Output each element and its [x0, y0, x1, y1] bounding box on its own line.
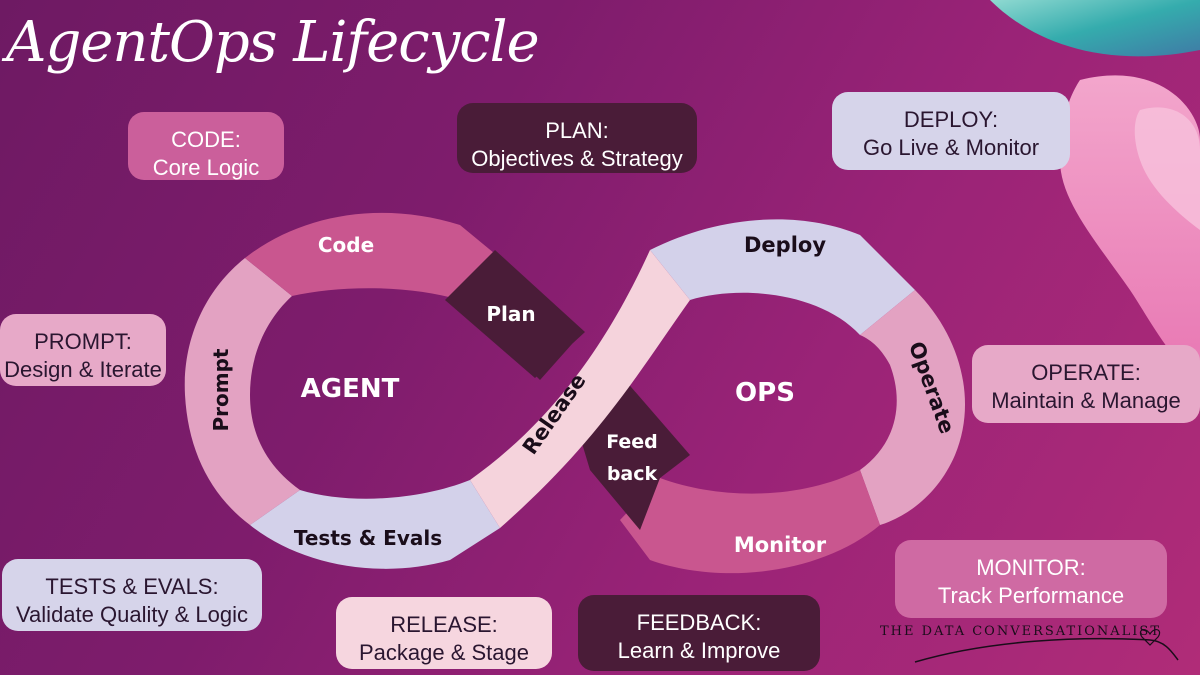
feedback-card-desc: Learn & Improve: [617, 638, 781, 663]
prompt-label: Prompt: [209, 348, 233, 431]
operate-card: OPERATE: Maintain & Manage: [972, 345, 1200, 423]
monitor-card-desc: Track Performance: [937, 583, 1125, 608]
plan-segment: [445, 225, 585, 380]
release-card-desc: Package & Stage: [358, 640, 529, 665]
feedback-card: FEEDBACK: Learn & Improve: [578, 595, 820, 671]
code-card-heading: CODE:: [171, 127, 241, 152]
feedback-card-heading: FEEDBACK:: [636, 610, 762, 635]
plan-label: Plan: [486, 302, 535, 326]
prompt-card: PROMPT: Design & Iterate: [0, 314, 166, 386]
prompt-card-heading: PROMPT:: [34, 329, 132, 354]
right-loop: [620, 219, 966, 574]
monitor-card-heading: MONITOR:: [976, 555, 1086, 580]
tests-card-heading: TESTS & EVALS:: [45, 574, 219, 599]
monitor-label: Monitor: [734, 533, 827, 557]
ops-center-label: OPS: [735, 378, 795, 408]
code-card: CODE: Core Logic: [128, 112, 284, 180]
tests-label: Tests & Evals: [294, 526, 442, 550]
tests-card: TESTS & EVALS: Validate Quality & Logic: [2, 559, 262, 631]
operate-segment: [860, 290, 966, 525]
deploy-card: DEPLOY: Go Live & Monitor: [832, 92, 1070, 170]
plan-card-heading: PLAN:: [545, 118, 609, 143]
release-card-heading: RELEASE:: [390, 612, 498, 637]
prompt-segment: [184, 258, 300, 525]
agent-center-label: AGENT: [301, 374, 400, 404]
feedback-label-1: Feed: [606, 431, 658, 453]
deploy-label: Deploy: [744, 233, 826, 257]
deploy-card-heading: DEPLOY:: [903, 107, 999, 132]
page-title: AgentOps Lifecycle: [6, 10, 540, 75]
deploy-segment: [650, 219, 915, 335]
deploy-card-desc: Go Live & Monitor: [862, 135, 1040, 160]
prompt-card-desc: Design & Iterate: [4, 357, 162, 382]
monitor-card: MONITOR: Track Performance: [895, 540, 1167, 618]
plan-card: PLAN: Objectives & Strategy: [457, 103, 697, 173]
code-label: Code: [318, 233, 374, 257]
operate-card-desc: Maintain & Manage: [991, 388, 1181, 413]
code-card-desc: Core Logic: [152, 155, 260, 180]
release-card: RELEASE: Package & Stage: [336, 597, 552, 669]
left-loop: [184, 212, 500, 569]
brand-logo-text: THE DATA CONVERSATIONALIST: [880, 624, 1162, 639]
release-segment: [470, 250, 690, 528]
tests-segment: [250, 480, 500, 569]
operate-card-heading: OPERATE:: [1031, 360, 1141, 385]
code-segment: [245, 212, 500, 300]
tests-card-desc: Validate Quality & Logic: [16, 602, 248, 627]
feedback-label-2: back: [607, 463, 658, 485]
plan-card-desc: Objectives & Strategy: [471, 146, 683, 171]
monitor-segment: [620, 470, 880, 574]
